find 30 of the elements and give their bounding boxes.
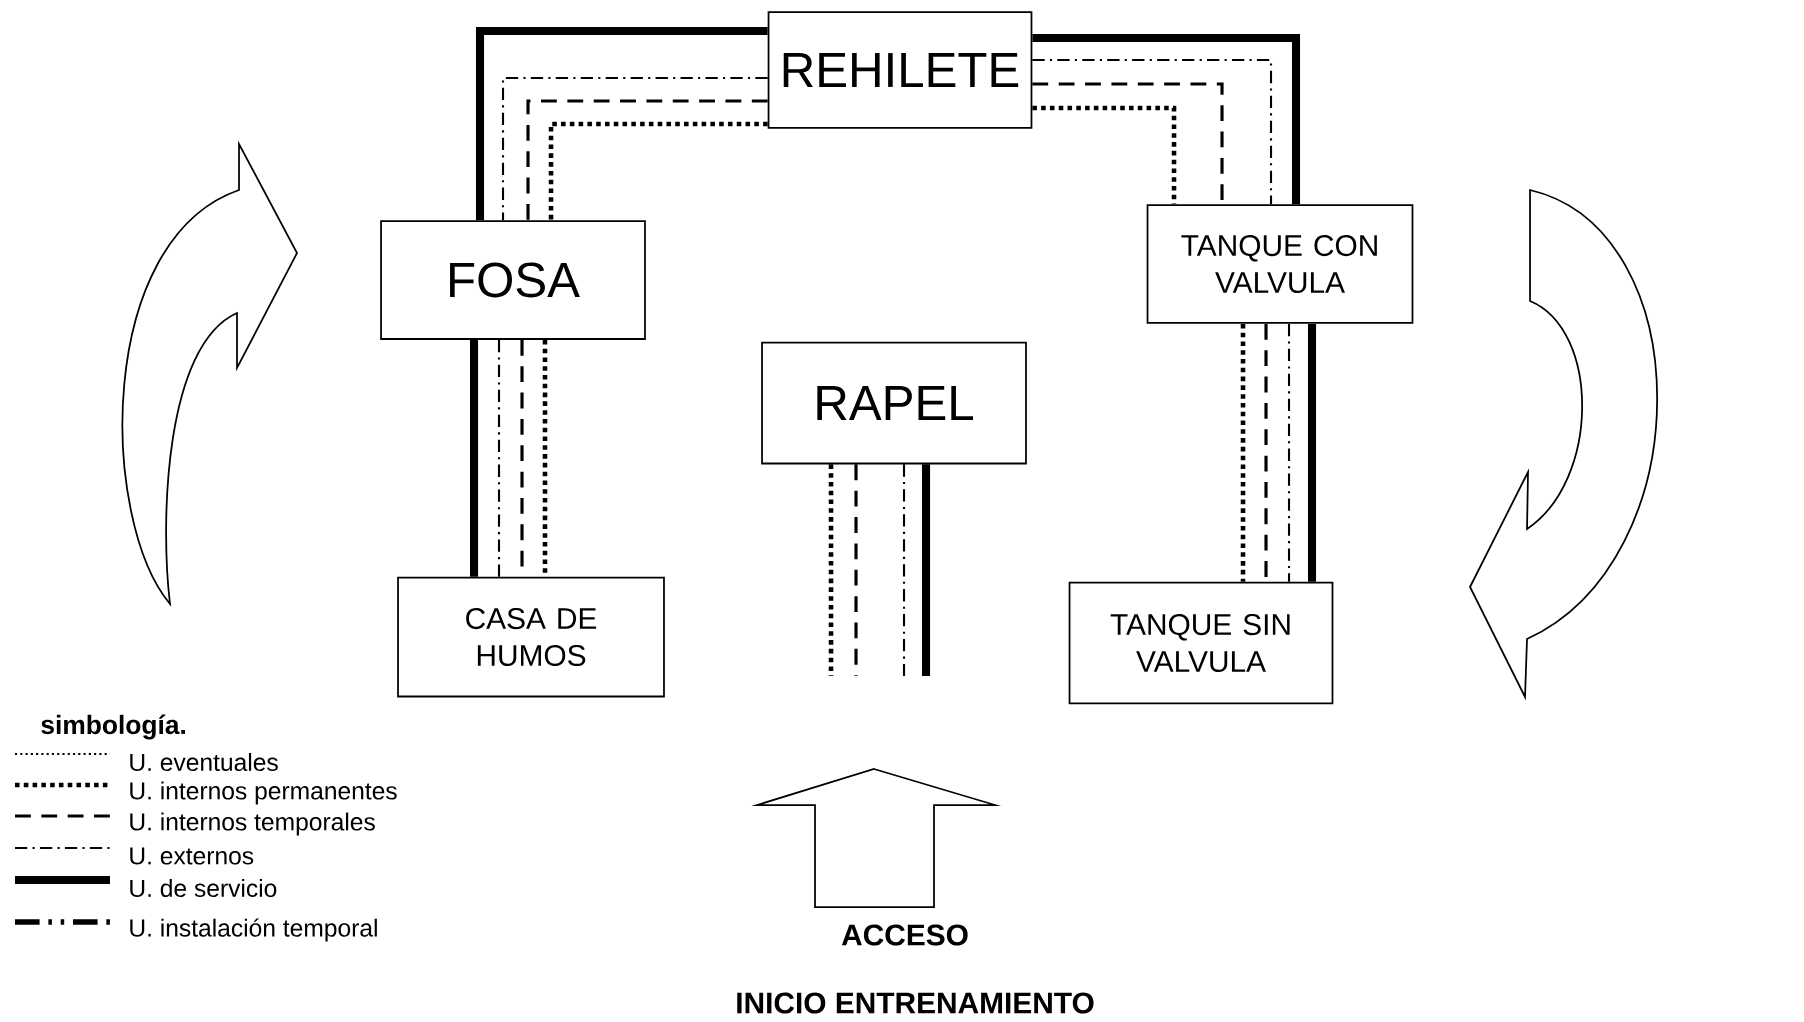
connection-line (548, 121, 768, 221)
legend-text: U. de servicio (130, 879, 277, 898)
process-box: TANQUE SIN VALVULA (1068, 581, 1334, 705)
process-box: FOSA (380, 220, 646, 340)
connection-line (1287, 323, 1291, 582)
connection-line (1240, 323, 1246, 582)
process-box: TANQUE CON VALVULA (1146, 204, 1414, 324)
connection-line (526, 99, 768, 221)
caption-label: INICIO ENTRENAMIENTO (737, 992, 1094, 1014)
process-box: RAPEL (761, 341, 1027, 465)
legend-text: U. internos permanentes (130, 781, 397, 805)
connection-line (828, 464, 834, 676)
connection-line (497, 339, 501, 577)
connection-line (921, 464, 931, 676)
legend-text: U. internos temporales (130, 812, 375, 836)
connection-line (475, 26, 768, 221)
connection-line (1032, 33, 1301, 205)
connection-line (501, 76, 768, 221)
legend-text: U. instalación temporal (130, 918, 377, 942)
legend-title: simbología. (41, 714, 185, 740)
access-label: ACCESO (841, 924, 968, 946)
process-box: REHILETE (767, 11, 1033, 129)
connection-line (1308, 323, 1317, 582)
legend-text: U. externos (130, 847, 254, 865)
connection-line (902, 464, 906, 676)
connection-line (469, 339, 479, 577)
connection-line (1032, 58, 1273, 205)
process-box: CASA DE HUMOS (397, 576, 665, 698)
legend-text: U. eventuales (130, 752, 278, 772)
connection-line (854, 464, 858, 676)
